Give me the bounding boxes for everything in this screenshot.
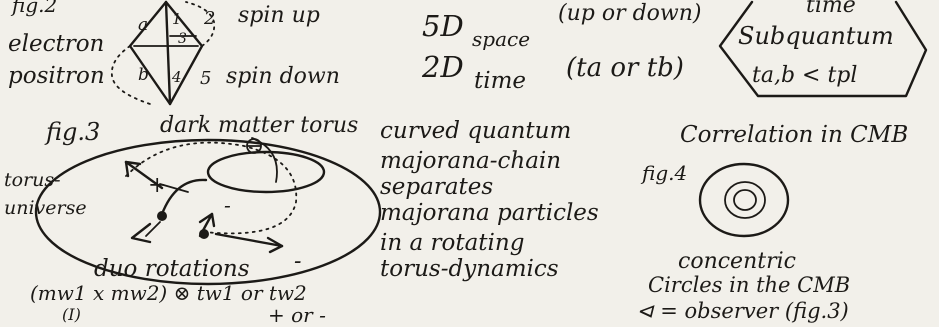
majorana-text-block: curved quantum majorana-chain separates … [380, 118, 599, 282]
torus-inner-hole [206, 150, 326, 194]
middle-text-line: curved quantum [380, 118, 571, 144]
fig4-caption-3: ⊲ = observer (fig.3) [636, 299, 849, 323]
fig3-torus [34, 137, 382, 286]
torus-top-node [246, 138, 262, 154]
time-subscript: time [474, 68, 526, 94]
fig2-cell-3: 3 [178, 31, 187, 47]
fig2-cell-1: 1 [172, 10, 182, 28]
fig4-caption-1: concentric [678, 249, 796, 274]
fig2-cell-2: 2 [203, 8, 215, 29]
fig3-caption-1: duo rotations [94, 256, 250, 282]
fig2-spin-down: spin down [226, 64, 340, 89]
time-box-line3: ta,b < tpl [752, 63, 857, 88]
torus-outer-arrowhead [266, 236, 284, 254]
middle-text-line: torus-dynamics [380, 256, 559, 282]
middle-text-line: separates [380, 174, 493, 200]
time-box-line1: time [806, 0, 856, 18]
space-note: (up or down) [558, 1, 702, 26]
fig4-label: fig.4 [640, 161, 687, 185]
fig3-left-label-1: torus- [4, 169, 61, 191]
middle-text-line: majorana particles [380, 200, 599, 226]
space-subscript: space [472, 27, 530, 51]
fig2-cell-b: b [138, 65, 149, 85]
fig4-title: Correlation in CMB [680, 122, 908, 148]
torus-dotted-orbit [125, 141, 298, 235]
torus-center-arrowhead [198, 212, 216, 228]
torus-node-left [157, 211, 167, 221]
torus-upper-left-arrow [124, 160, 164, 190]
time-box-outline [718, 0, 928, 98]
middle-text-line: in a rotating [380, 230, 524, 256]
fig3-caption-3: (I) [62, 305, 81, 324]
cmb-inner-circle [733, 189, 757, 211]
fig3-caption-2: (mw1 x mw2) ⊗ tw1 or tw2 [30, 281, 307, 305]
fig2-label: fig.2 [10, 0, 57, 17]
time-box-line2: Subquantum [738, 22, 894, 50]
fig3-caption-4: + or - [268, 303, 326, 327]
torus-minus-inner: - [224, 193, 231, 217]
torus-inner-arrow [159, 183, 189, 193]
fig2-diamond [110, 0, 216, 106]
torus-observer-marker [130, 222, 152, 244]
fig2-cell-5: 5 [200, 68, 211, 89]
fig2-spin-up: spin up [238, 3, 320, 28]
space-dimension-line: 5D space (up or down) [422, 1, 702, 51]
torus-node-right [199, 229, 209, 239]
torus-minus-outer: - [294, 249, 301, 274]
fig2-positron-label: positron [8, 63, 105, 89]
fig2-diamond-axis [164, 0, 172, 106]
torus-plus-sign: + [148, 173, 166, 198]
fig3-title: dark matter torus [160, 113, 358, 138]
fig4-concentric-circles [698, 162, 790, 238]
middle-text-line: majorana-chain [380, 148, 561, 174]
fig4-caption-2: Circles in the CMB [648, 273, 850, 297]
torus-outer-ring [34, 138, 382, 286]
torus-left-path [160, 178, 208, 216]
fig3-label: fig.3 [44, 118, 100, 146]
torus-outer-arrow [214, 232, 284, 248]
fig2-electron-label: electron [8, 31, 104, 57]
space-prefix: 5D [422, 9, 464, 43]
torus-upper-left-arrowhead [124, 160, 142, 178]
fig2-cell-4: 4 [171, 68, 182, 86]
torus-observer-link [145, 221, 161, 237]
time-note: (ta or tb) [566, 53, 684, 83]
fig2-dotted-arcs [110, 1, 216, 105]
fig2-cell-a: a [138, 15, 148, 35]
cmb-middle-circle [724, 181, 766, 219]
fig3-left-label-2: universe [4, 197, 87, 219]
cmb-outer-circle [698, 162, 790, 238]
time-dimension-line: 2D time (ta or tb) [421, 50, 684, 94]
time-prefix: 2D [421, 50, 464, 84]
